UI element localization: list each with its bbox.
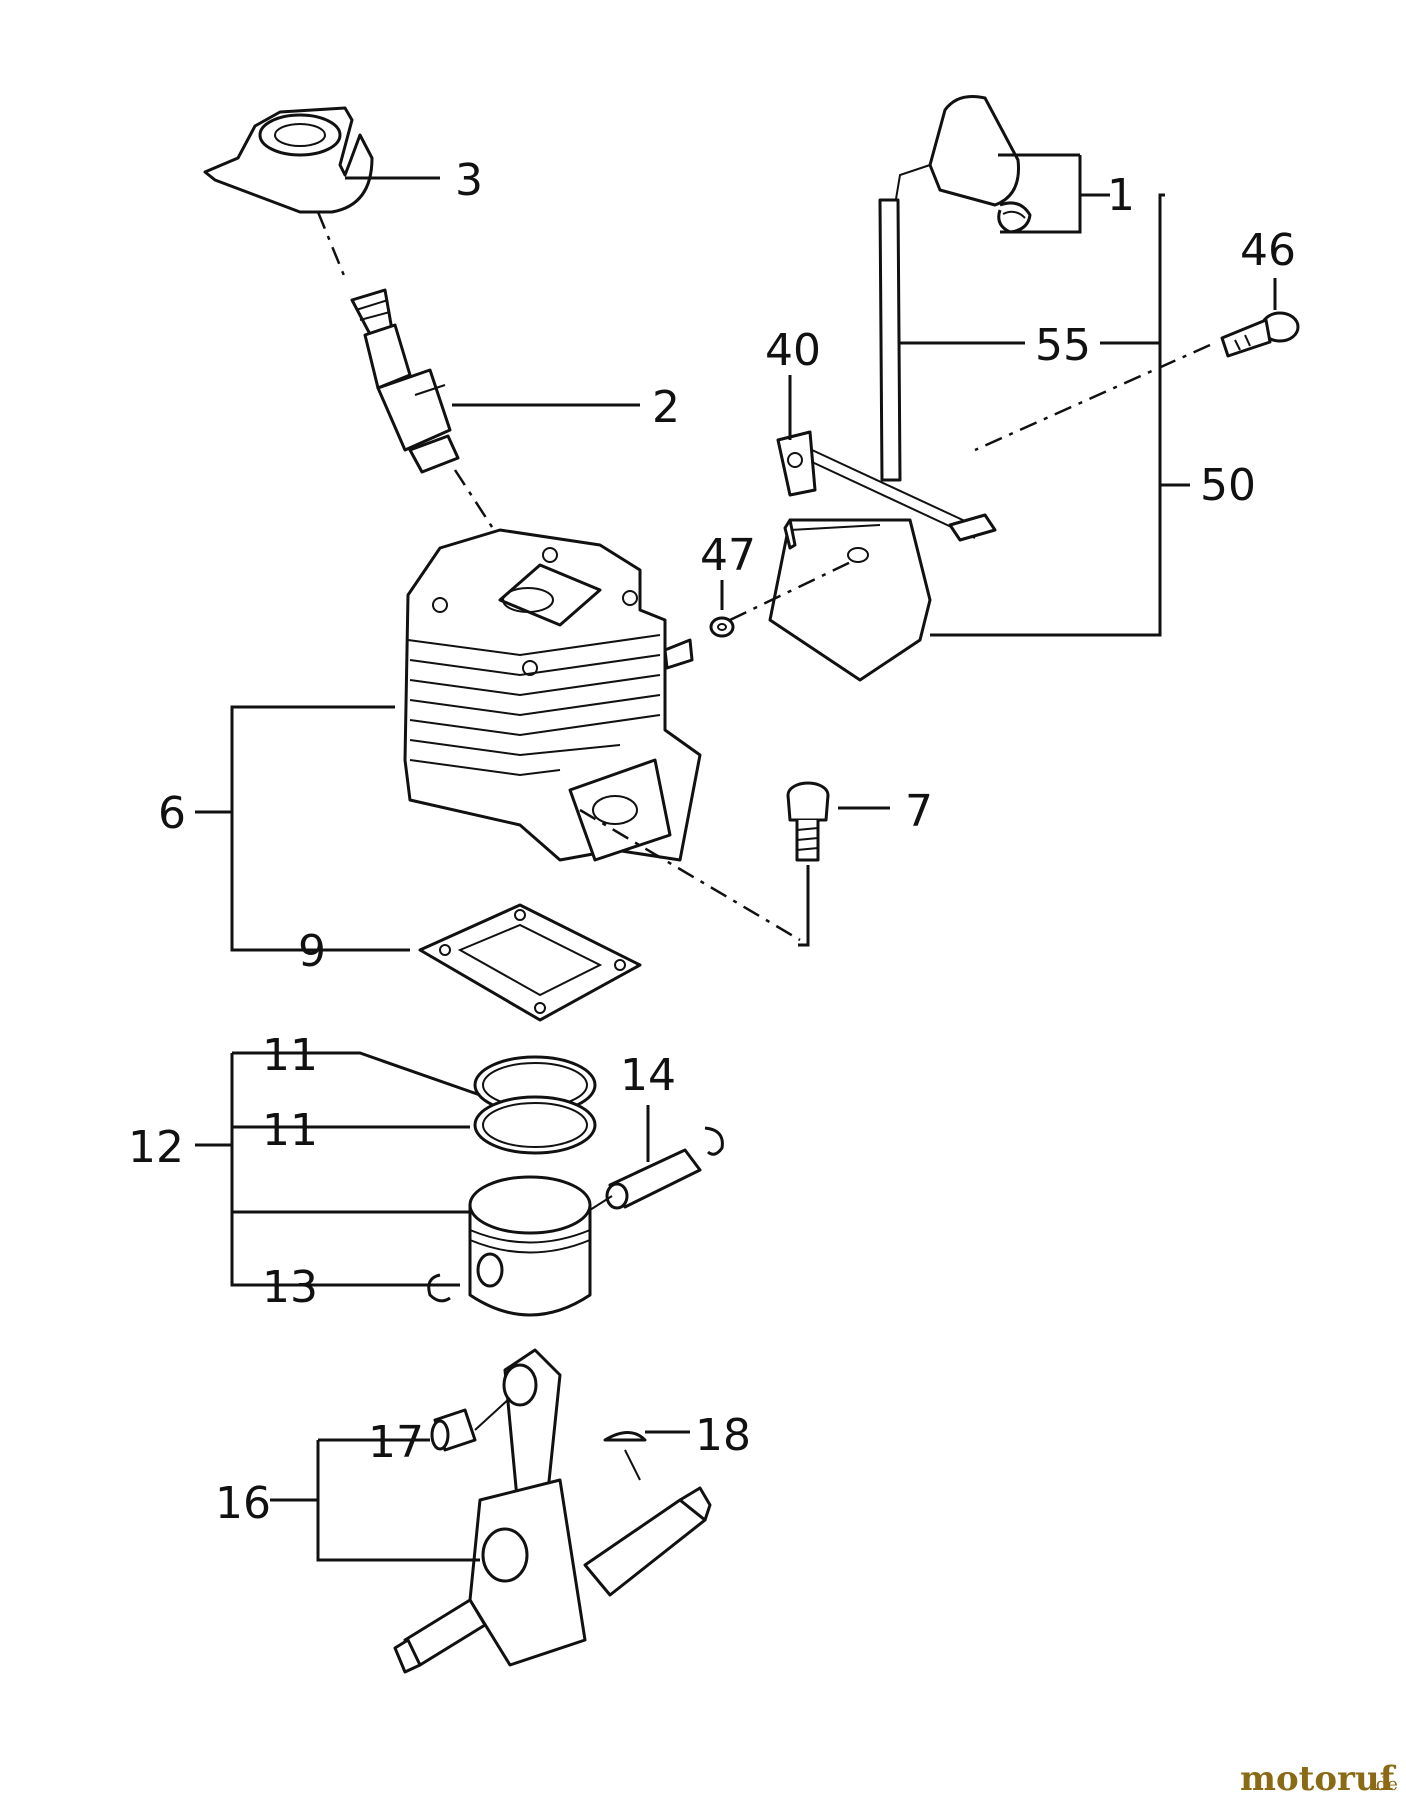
label-9: 9 (298, 926, 326, 977)
needle-bearing-part (430, 1408, 477, 1452)
piston-pin-part (605, 1126, 724, 1210)
label-55: 55 (1035, 320, 1091, 371)
spark-plug-part (350, 288, 460, 474)
label-11-bottom: 11 (262, 1105, 318, 1156)
label-6: 6 (158, 788, 186, 839)
bolt-part (1220, 311, 1300, 358)
label-16: 16 (215, 1478, 271, 1529)
label-46: 46 (1240, 225, 1296, 276)
crankshaft-part (393, 1348, 712, 1674)
watermark-suffix: .de (1370, 1774, 1398, 1795)
label-3: 3 (455, 155, 483, 206)
wire-clip-part (776, 430, 997, 542)
label-1: 1 (1107, 170, 1135, 221)
leader-lines (195, 153, 1277, 1562)
label-11-top: 11 (262, 1030, 318, 1081)
cylinder-gasket-part (418, 903, 642, 1022)
label-7: 7 (905, 786, 933, 837)
spark-plug-cover-part (203, 106, 374, 214)
cylinder-part (403, 528, 702, 862)
watermark-brand: motoruf (1240, 1759, 1397, 1799)
circlip-part (427, 1273, 451, 1303)
label-50: 50 (1200, 460, 1256, 511)
label-12: 12 (128, 1122, 184, 1173)
piston-rings-part (473, 1055, 597, 1155)
leader-7-dash (579, 808, 801, 942)
label-13: 13 (262, 1262, 318, 1313)
washer-part (709, 616, 735, 638)
callout-labels: 3 2 1 46 40 55 50 47 6 7 9 11 11 14 12 1… (128, 155, 1296, 1529)
leader-47-dash (729, 558, 856, 622)
woodruff-key-part (603, 1431, 647, 1442)
label-18: 18 (695, 1410, 751, 1461)
ignition-coil-part (768, 95, 1032, 682)
watermark-logo: motoruf .de (1240, 1759, 1398, 1799)
label-2: 2 (652, 382, 680, 433)
label-40: 40 (765, 325, 821, 376)
label-14: 14 (620, 1050, 676, 1101)
leader-46-dash (974, 343, 1211, 452)
leader-3-dash (316, 211, 347, 279)
label-47: 47 (700, 530, 756, 581)
screw-part (786, 781, 830, 862)
piston-part (468, 1175, 592, 1317)
label-17: 17 (368, 1417, 424, 1468)
